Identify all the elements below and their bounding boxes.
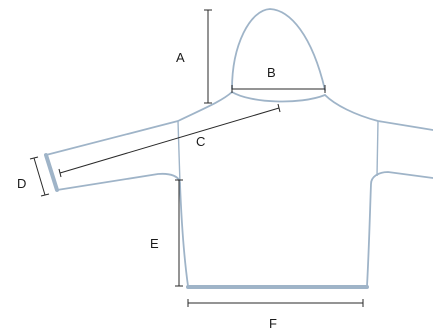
hood-outline [231, 8, 326, 91]
label-a: A [176, 50, 185, 65]
body-right-side [366, 171, 433, 287]
right-armhole-seam [376, 120, 379, 177]
neckline-curve [231, 91, 326, 103]
body-left-side [179, 183, 189, 287]
left-shoulder-upper-sleeve [45, 91, 233, 156]
left-armhole-seam [177, 120, 181, 185]
measure-f [187, 299, 364, 307]
label-d: D [17, 176, 26, 191]
label-e: E [150, 236, 159, 251]
measure-c [58, 103, 281, 178]
measure-d [29, 156, 50, 197]
sleeve-cuff [44, 153, 59, 192]
label-b: B [267, 65, 276, 80]
right-shoulder-upper-sleeve [324, 94, 433, 131]
measure-b [231, 85, 326, 93]
measure-e [175, 179, 183, 287]
label-f: F [269, 316, 277, 331]
label-c: C [196, 134, 205, 149]
left-lower-sleeve [56, 172, 181, 191]
measure-a [204, 9, 212, 104]
